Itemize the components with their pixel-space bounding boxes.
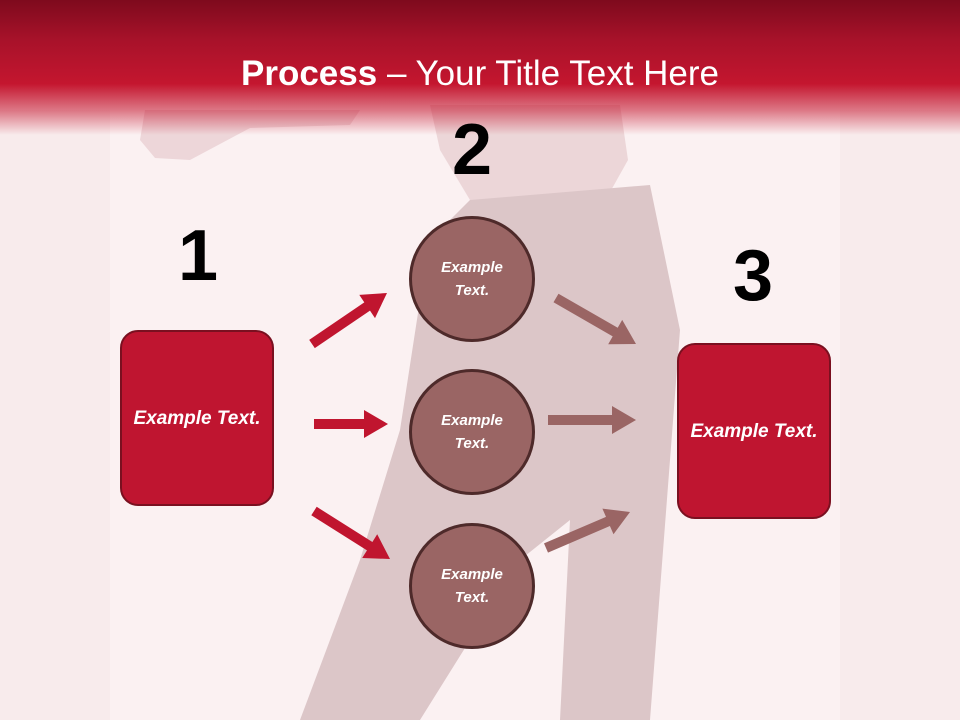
step-number-1: 1 [177,216,219,296]
arrow-bottom-to-right [544,508,630,553]
title-bold: Process [241,54,378,93]
silhouette-left-fade [0,110,110,720]
arrow-top-to-right [553,293,636,345]
step-number-2: 2 [451,110,493,190]
title-banner [0,0,960,135]
circle-step-top-label: Example Text. [441,259,503,299]
title-rest: Your Title Text Here [415,54,720,93]
title-separator: – [377,54,416,93]
right-step-box-label: Example Text. [690,420,818,442]
slide-title: Process – Your Title Text Here [0,52,960,96]
circle-step-bottom-label: Example Text. [441,566,503,606]
right-step-box: Example Text. [677,343,831,519]
arrow-left-to-bottom [311,506,390,559]
circle-step-top: Example Text. [409,216,535,342]
circle-step-middle-label: Example Text. [441,412,503,452]
arrow-left-to-middle [314,410,388,438]
circle-step-middle: Example Text. [409,369,535,495]
left-step-box: Example Text. [120,330,274,506]
left-step-box-label: Example Text. [133,407,261,429]
arrow-left-to-top [309,293,387,349]
circle-step-bottom: Example Text. [409,523,535,649]
silhouette-right-fade [840,110,960,720]
arrow-middle-to-right [548,406,636,434]
step-number-3: 3 [732,236,774,316]
